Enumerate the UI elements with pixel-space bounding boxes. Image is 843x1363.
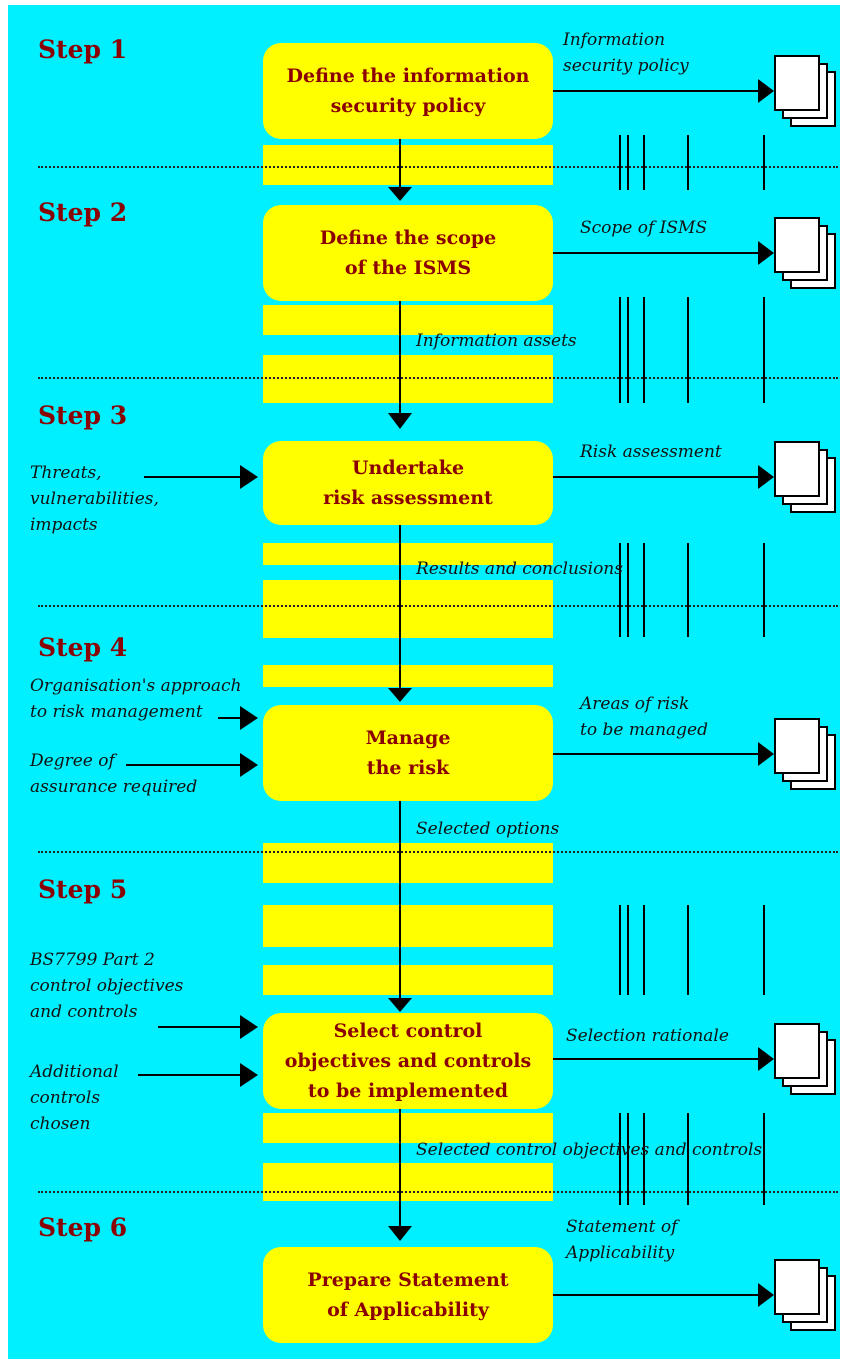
input-step-4b: Degree of assurance required (30, 748, 197, 800)
document-stack-icon (774, 441, 840, 519)
output-6-line-2: Applicability (566, 1243, 675, 1263)
step-4-text-line-1: Manage (365, 727, 451, 749)
input-step-5-line-3: and controls (30, 1002, 138, 1022)
input-step-4-line-4: assurance required (30, 777, 198, 797)
step-separator (38, 377, 838, 379)
document-stack-icon (774, 55, 840, 133)
step-3-text-line-1: Undertake (351, 457, 465, 479)
band (263, 355, 553, 403)
step-1-label: Step 1 (38, 35, 128, 64)
step-separator (38, 166, 838, 168)
band (263, 665, 553, 687)
band (263, 1113, 553, 1143)
input-step-4-line-2: to risk management (30, 702, 203, 722)
band (263, 145, 553, 185)
output-3-label: Risk assessment (580, 439, 722, 465)
input-step-5b: Additional controls chosen (30, 1059, 119, 1137)
input-step-3-line-2: vulnerabilities, (30, 489, 159, 509)
step-1-text-line-2: security policy (330, 95, 486, 117)
output-2-label: Scope of ISMS (580, 215, 707, 241)
step-separator (38, 1191, 838, 1193)
step-5-text-line-3: to be implemented (307, 1080, 509, 1102)
step-2-text-line-2: of the ISMS (344, 257, 472, 279)
step-5-box: Select control objectives and controls to … (263, 1013, 553, 1109)
flow-label: Selected options (416, 819, 560, 839)
connector-layer (126, 79, 774, 1307)
output-5-line-1: Selection rationale (566, 1026, 729, 1046)
input-step-4-line-3: Degree of (30, 751, 115, 771)
step-2-box: Define the scope of the ISMS (263, 205, 553, 301)
output-1-line-1: Information (563, 30, 666, 50)
output-1-line-2: security policy (563, 56, 689, 76)
output-1-label: Information security policy (563, 27, 689, 79)
input-step-3-line-3: impacts (30, 515, 98, 535)
input-step-5-line-4: Additional (30, 1062, 119, 1082)
document-stack-icon (774, 1023, 840, 1101)
output-6-label: Statement of Applicability (566, 1214, 677, 1266)
diagram-canvas: Step 1 Step 2 Step 3 Step 4 Step 5 Step … (8, 5, 840, 1359)
step-4-box: Manage the risk (263, 705, 553, 801)
step-3-box: Undertake risk assessment (263, 441, 553, 525)
step-6-text-line-1: Prepare Statement (307, 1269, 509, 1291)
flow-label: Information assets (416, 331, 577, 351)
input-step-4: Organisation's approach to risk manageme… (30, 673, 241, 725)
step-separator (38, 851, 838, 853)
output-5-label: Selection rationale (566, 1023, 729, 1049)
band (263, 843, 553, 883)
input-step-5-line-2: control objectives (30, 976, 184, 996)
flow-label: Selected control objectives and controls (416, 1140, 763, 1160)
step-3-text-line-2: risk assessment (323, 487, 493, 509)
step-4-label: Step 4 (38, 633, 128, 662)
flow-label: Results and conclusions (416, 559, 623, 579)
input-step-5-line-5: controls (30, 1088, 101, 1108)
output-4-label: Areas of risk to be managed (580, 691, 708, 743)
step-5-text-line-1: Select control (333, 1020, 483, 1042)
step-separator (38, 605, 838, 607)
band (263, 905, 553, 947)
step-6-text-line-2: of Applicability (327, 1299, 489, 1321)
band (263, 1163, 553, 1201)
band (263, 543, 553, 565)
step-3-label: Step 3 (38, 401, 128, 430)
document-stack-icon (774, 718, 840, 796)
band (263, 305, 553, 335)
output-4-line-2: to be managed (580, 720, 708, 740)
step-5-label: Step 5 (38, 875, 128, 904)
document-stack-icon (774, 217, 840, 295)
output-6-line-1: Statement of (566, 1217, 678, 1237)
step-6-box: Prepare Statement of Applicability (263, 1247, 553, 1343)
output-3-line-1: Risk assessment (580, 442, 722, 462)
input-step-5-line-1: BS7799 Part 2 (30, 950, 155, 970)
output-4-line-1: Areas of risk (580, 694, 690, 714)
input-step-3-line-1: Threats, (30, 463, 102, 483)
step-2-text-line-1: Define the scope (319, 227, 497, 249)
step-1-text-line-1: Define the information (286, 65, 530, 87)
band (263, 580, 553, 638)
step-5-text-line-2: objectives and controls (284, 1050, 532, 1072)
band (263, 965, 553, 995)
document-stack-icon (774, 1259, 840, 1337)
input-step-4-line-1: Organisation's approach (30, 676, 242, 696)
step-6-label: Step 6 (38, 1213, 128, 1242)
output-2-line-1: Scope of ISMS (580, 218, 708, 238)
step-1-box: Define the information security policy (263, 43, 553, 139)
input-step-5: BS7799 Part 2 control objectives and con… (30, 947, 183, 1025)
input-step-5-line-6: chosen (30, 1114, 91, 1134)
step-4-text-line-2: the risk (366, 757, 450, 779)
input-step-3: Threats, vulnerabilities, impacts (30, 460, 159, 538)
step-2-label: Step 2 (38, 198, 128, 227)
